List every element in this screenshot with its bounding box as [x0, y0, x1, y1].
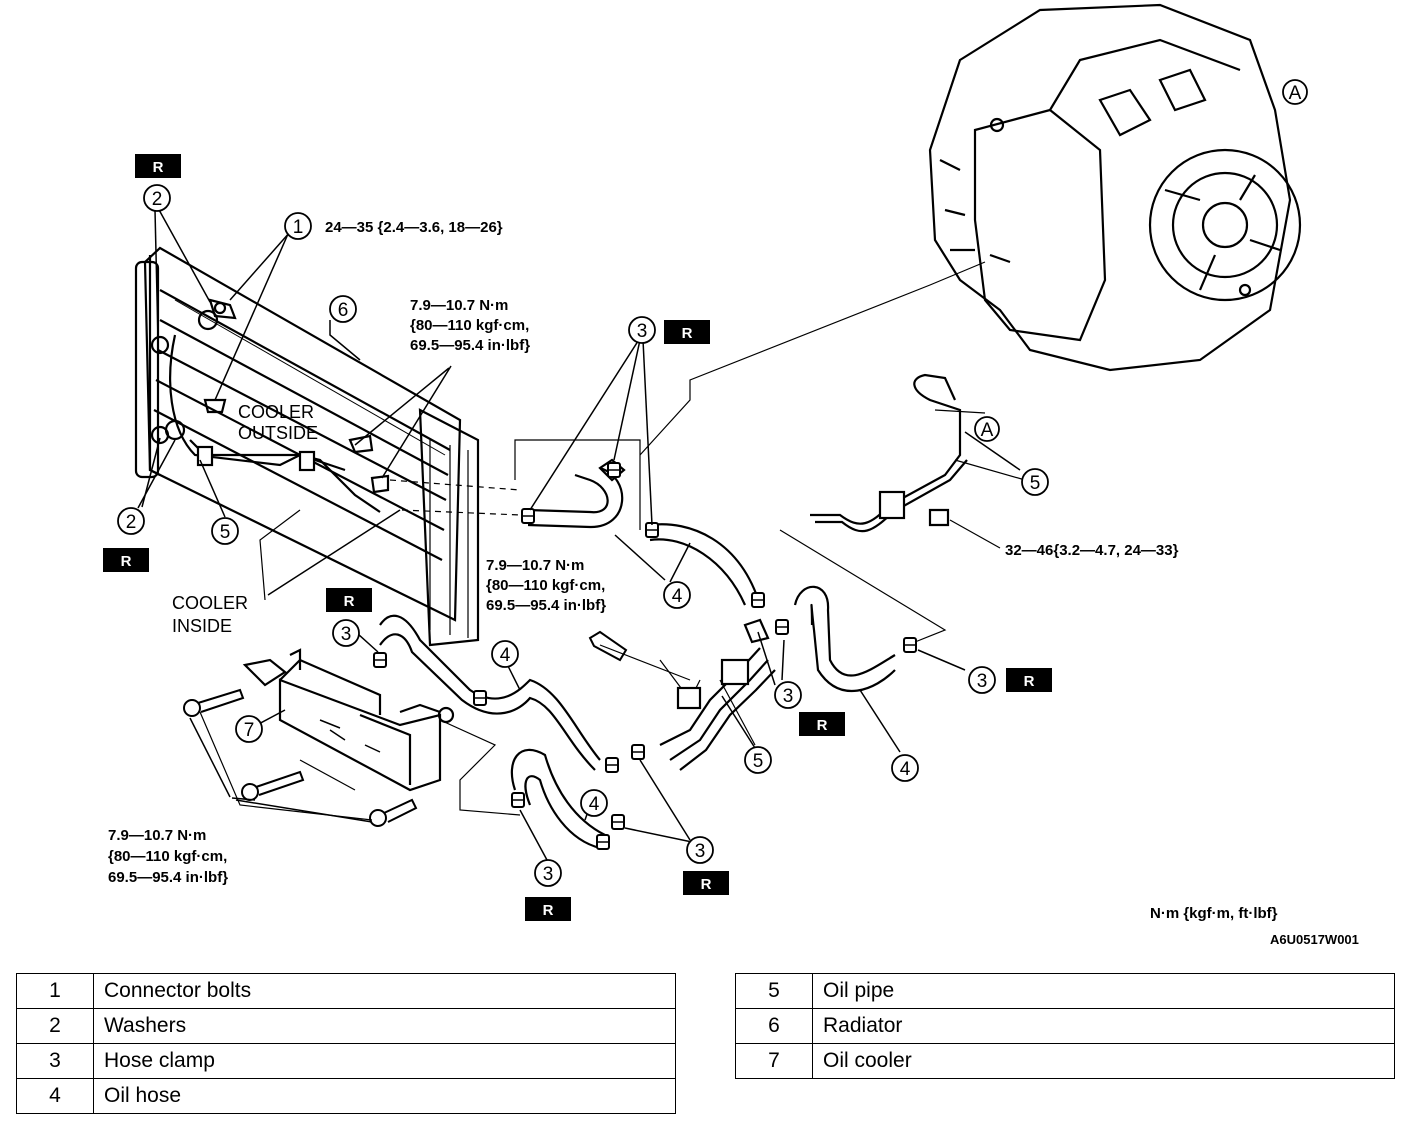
- cooler-outside-label-2: OUTSIDE: [238, 423, 318, 443]
- legend-number: 4: [16, 1078, 94, 1114]
- legend-number: 7: [735, 1043, 813, 1079]
- units-note: N·m {kgf·m, ft·lbf}: [1150, 905, 1278, 922]
- callout-6: 6: [338, 300, 349, 321]
- cooler-inside-label-1: COOLER: [172, 593, 248, 613]
- replace-mark-boxes: [103, 154, 1052, 921]
- legend-row: 5 Oil pipe: [735, 973, 1395, 1009]
- callout-4-lower: 4: [500, 645, 511, 666]
- oil-cooler: [242, 648, 455, 792]
- callout-3-bottom-right: 3: [695, 841, 706, 862]
- parts-legend-left: 1 Connector bolts 2 Washers 3 Hose clamp…: [16, 973, 676, 1114]
- right-oil-pipe: [810, 373, 968, 533]
- radiator: [134, 246, 480, 647]
- legend-part-name: Oil hose: [93, 1078, 676, 1114]
- center-oil-pipe: [659, 618, 776, 771]
- right-oil-hose: [793, 585, 896, 693]
- ref-a-pipe: A: [981, 420, 994, 441]
- legend-row: 7 Oil cooler: [735, 1043, 1395, 1079]
- legend-row: 1 Connector bolts: [16, 973, 676, 1009]
- callout-4-upper: 4: [672, 586, 683, 607]
- callout-4-right: 4: [900, 759, 911, 780]
- callout-3-center: 3: [783, 686, 794, 707]
- callout-7: 7: [244, 720, 255, 741]
- replace-mark-6: R: [817, 717, 828, 734]
- legend-part-name: Hose clamp: [93, 1043, 676, 1079]
- callout-3-cooler: 3: [341, 624, 352, 645]
- ref-a-top: A: [1289, 83, 1302, 104]
- cooler-inside-label-2: INSIDE: [172, 616, 232, 636]
- torque-spec-oil-pipe: 32—46{3.2—4.7, 24—33}: [1005, 542, 1179, 559]
- callout-circles: [117, 184, 1049, 887]
- torque-spec-radiator-line-3: 69.5—95.4 in·lbf}: [410, 337, 530, 354]
- guide-lines: [259, 261, 1026, 746]
- torque-spec-cooler-line-3: 69.5—95.4 in·lbf}: [108, 869, 228, 886]
- legend-row: 2 Washers: [16, 1008, 676, 1044]
- legend-number: 5: [735, 973, 813, 1009]
- legend-number: 2: [16, 1008, 94, 1044]
- callout-2-bottom: 2: [126, 512, 137, 533]
- cooler-outside-label-1: COOLER: [238, 402, 314, 422]
- legend-part-name: Oil cooler: [812, 1043, 1395, 1079]
- torque-spec-radiator-line-2: {80—110 kgf·cm,: [410, 317, 529, 334]
- callout-1: 1: [293, 217, 304, 238]
- torque-spec-center-line-1: 7.9—10.7 N·m: [486, 557, 584, 574]
- replace-mark-4: R: [344, 593, 355, 610]
- replace-mark-7: R: [701, 876, 712, 893]
- callout-5-center: 5: [753, 751, 764, 772]
- legend-row: 3 Hose clamp: [16, 1043, 676, 1079]
- torque-spec-center-line-2: {80—110 kgf·cm,: [486, 577, 605, 594]
- callout-5-radiator: 5: [220, 522, 231, 543]
- legend-part-name: Oil pipe: [812, 973, 1395, 1009]
- figure-code: A6U0517W001: [1270, 932, 1359, 947]
- replace-mark-5: R: [1024, 673, 1035, 690]
- callout-4-bottom: 4: [589, 794, 600, 815]
- legend-row: 4 Oil hose: [16, 1078, 676, 1114]
- legend-part-name: Radiator: [812, 1008, 1395, 1044]
- transaxle-illustration: [928, 3, 1302, 372]
- torque-spec-connector-bolts: 24—35 {2.4—3.6, 18—26}: [325, 219, 503, 236]
- replace-mark-8: R: [543, 902, 554, 919]
- callout-3-right: 3: [977, 671, 988, 692]
- torque-spec-radiator-line-1: 7.9—10.7 N·m: [410, 297, 508, 314]
- lower-oil-hoses: [379, 614, 606, 850]
- legend-number: 6: [735, 1008, 813, 1044]
- center-bolt: [588, 630, 628, 662]
- parts-legend-right: 5 Oil pipe 6 Radiator 7 Oil cooler: [735, 973, 1395, 1079]
- cooler-hose-diagram: A: [103, 3, 1359, 947]
- callout-2-top: 2: [152, 189, 163, 210]
- legend-row: 6 Radiator: [735, 1008, 1395, 1044]
- replace-mark-3: R: [682, 325, 693, 342]
- callout-5-right: 5: [1030, 473, 1041, 494]
- replace-mark-2: R: [121, 553, 132, 570]
- callout-3-upper: 3: [637, 321, 648, 342]
- radiator-cooler-lines: [169, 298, 390, 513]
- legend-part-name: Washers: [93, 1008, 676, 1044]
- torque-spec-cooler-line-2: {80—110 kgf·cm,: [108, 848, 227, 865]
- replace-mark-1: R: [153, 159, 164, 176]
- leader-lines: [137, 207, 1021, 861]
- oil-cooler-bolts: [183, 688, 418, 827]
- legend-number: 1: [16, 973, 94, 1009]
- torque-spec-cooler-line-1: 7.9—10.7 N·m: [108, 827, 206, 844]
- legend-part-name: Connector bolts: [93, 973, 676, 1009]
- callout-3-bottom: 3: [543, 864, 554, 885]
- torque-spec-center-line-3: 69.5—95.4 in·lbf}: [486, 597, 606, 614]
- legend-number: 3: [16, 1043, 94, 1079]
